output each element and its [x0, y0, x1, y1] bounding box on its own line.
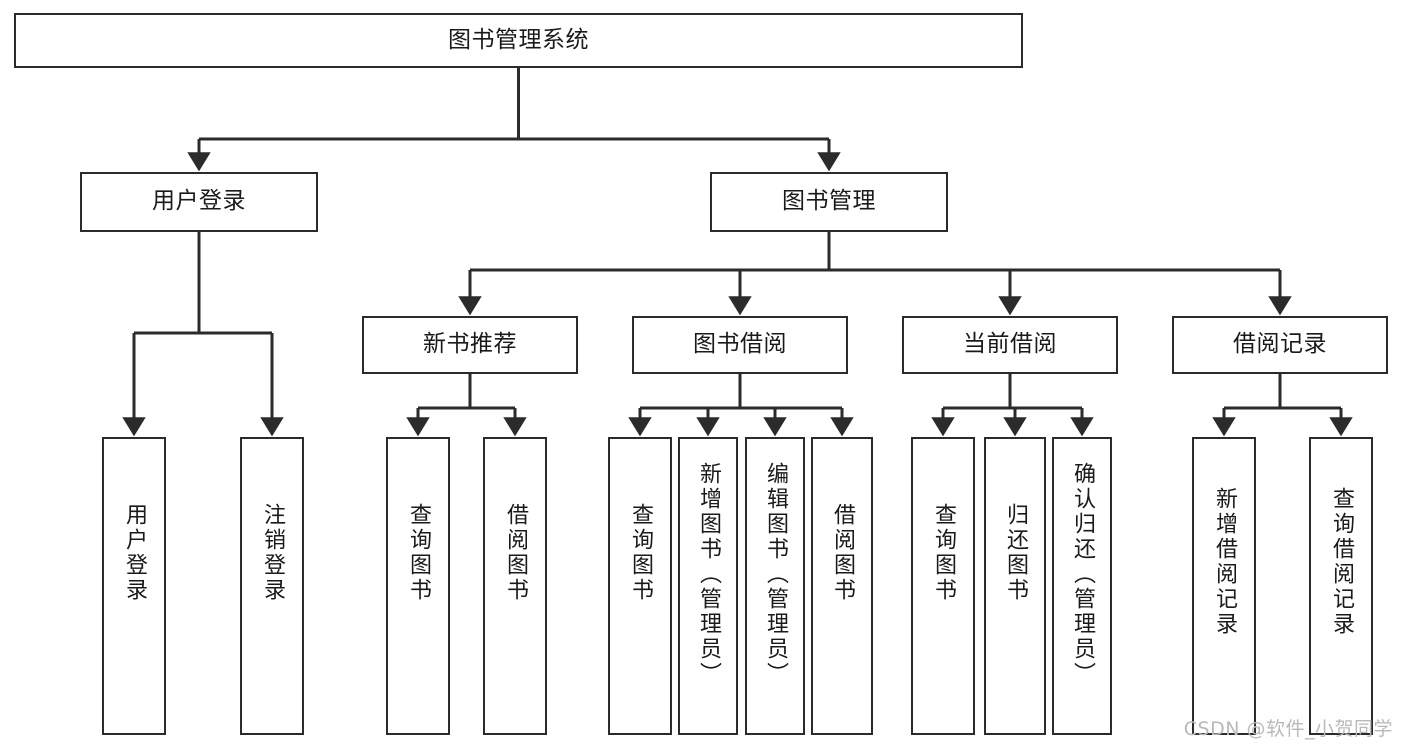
node-leaf-query-book-rec-label: 查询图书	[406, 503, 431, 604]
node-leaf-query-book-rec[interactable]: 查询图书	[386, 437, 450, 735]
node-book-borrow-label: 图书借阅	[693, 331, 787, 358]
node-leaf-borrow-book-bor[interactable]: 借阅图书	[811, 437, 873, 735]
node-book-manage[interactable]: 图书管理	[710, 172, 948, 232]
node-new-book-recommend-label: 新书推荐	[423, 331, 517, 358]
csdn-watermark: CSDN @软件_小贺同学	[1183, 718, 1393, 740]
node-leaf-user-login-label: 用户登录	[122, 503, 147, 604]
node-leaf-borrow-book-rec-label: 借阅图书	[503, 503, 528, 604]
node-leaf-user-login[interactable]: 用户登录	[102, 437, 166, 735]
node-leaf-query-book-cur-label: 查询图书	[931, 503, 956, 604]
node-leaf-user-logout[interactable]: 注销登录	[240, 437, 304, 735]
node-leaf-add-book-admin[interactable]: 新增图书（管理员）	[678, 437, 738, 735]
node-user-login-label: 用户登录	[152, 188, 246, 215]
node-user-login[interactable]: 用户登录	[80, 172, 318, 232]
node-leaf-user-logout-label: 注销登录	[260, 503, 285, 604]
node-leaf-query-borrow-record-label: 查询借阅记录	[1329, 486, 1354, 637]
node-leaf-add-book-admin-label: 新增图书（管理员）	[696, 461, 721, 687]
node-leaf-return-book[interactable]: 归还图书	[984, 437, 1046, 735]
node-current-borrow-label: 当前借阅	[963, 331, 1057, 358]
node-root-label: 图书管理系统	[448, 26, 589, 53]
node-current-borrow[interactable]: 当前借阅	[902, 316, 1118, 374]
node-leaf-edit-book-admin[interactable]: 编辑图书（管理员）	[745, 437, 805, 735]
node-leaf-borrow-book-bor-label: 借阅图书	[830, 503, 855, 604]
node-leaf-edit-book-admin-label: 编辑图书（管理员）	[763, 461, 788, 687]
node-leaf-query-book-cur[interactable]: 查询图书	[911, 437, 975, 735]
node-leaf-query-book-bor[interactable]: 查询图书	[608, 437, 672, 735]
node-root[interactable]: 图书管理系统	[14, 13, 1023, 68]
node-book-manage-label: 图书管理	[782, 188, 876, 215]
node-leaf-return-book-label: 归还图书	[1003, 503, 1028, 604]
node-new-book-recommend[interactable]: 新书推荐	[362, 316, 578, 374]
node-leaf-query-borrow-record[interactable]: 查询借阅记录	[1309, 437, 1373, 735]
node-leaf-add-borrow-record-label: 新增借阅记录	[1212, 486, 1237, 637]
node-leaf-add-borrow-record[interactable]: 新增借阅记录	[1192, 437, 1256, 735]
node-leaf-query-book-bor-label: 查询图书	[628, 503, 653, 604]
node-borrow-record-label: 借阅记录	[1233, 331, 1327, 358]
node-book-borrow[interactable]: 图书借阅	[632, 316, 848, 374]
node-borrow-record[interactable]: 借阅记录	[1172, 316, 1388, 374]
node-leaf-borrow-book-rec[interactable]: 借阅图书	[483, 437, 547, 735]
node-leaf-confirm-return-admin-label: 确认归还（管理员）	[1070, 461, 1095, 687]
node-leaf-confirm-return-admin[interactable]: 确认归还（管理员）	[1052, 437, 1112, 735]
